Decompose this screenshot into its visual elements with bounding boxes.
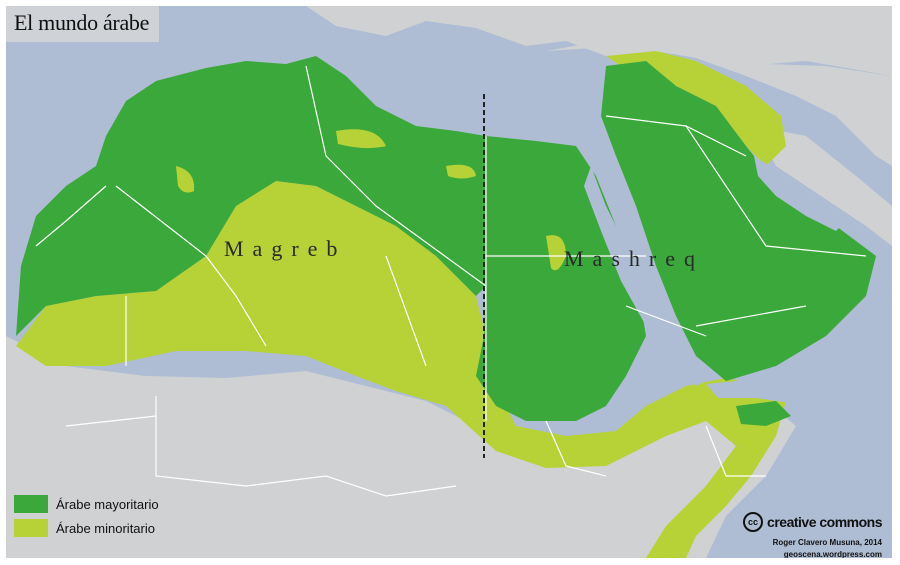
minority-zone [16,181,786,558]
subsaharan-land [6,336,796,558]
persian-gulf [754,156,846,231]
map-frame: El mundo árabe Magreb Mashreq Árabe mayo… [6,6,892,558]
majority-maghreb [16,56,486,336]
region-label-mashreq: Mashreq [564,246,704,271]
majority-arabia [601,61,876,381]
legend-item-minority: Árabe minoritario [14,516,159,540]
license-row: cc creative commons [743,512,882,532]
legend-label-minority: Árabe minoritario [56,520,155,536]
creative-commons-icon: cc [743,512,764,532]
minority-patch [546,235,566,271]
minority-patch [446,164,476,179]
anatolia-iran-land [546,36,892,166]
minority-patch [336,129,386,149]
legend-swatch-minority [14,519,48,537]
gulf-of-aden [706,378,806,404]
credit-author: Roger Clavero Musuna, 2014 [772,538,882,547]
license-name: creative commons [767,514,882,530]
legend-label-majority: Árabe mayoritario [56,496,159,512]
credit-block: cc creative commons Roger Clavero Musuna… [743,512,882,558]
legend-item-majority: Árabe mayoritario [14,492,159,516]
country-borders [35,65,867,497]
credit-site: geoscena.wordpress.com [783,550,882,558]
legend: Árabe mayoritario Árabe minoritario [14,492,159,540]
minority-patch [176,166,195,193]
iran-land [754,126,892,246]
arab-world-map [6,6,892,558]
region-label-maghreb: Magreb [224,236,347,261]
map-title: El mundo árabe [6,6,160,42]
legend-swatch-majority [14,495,48,513]
majority-horn [736,401,791,426]
red-sea [584,166,706,386]
